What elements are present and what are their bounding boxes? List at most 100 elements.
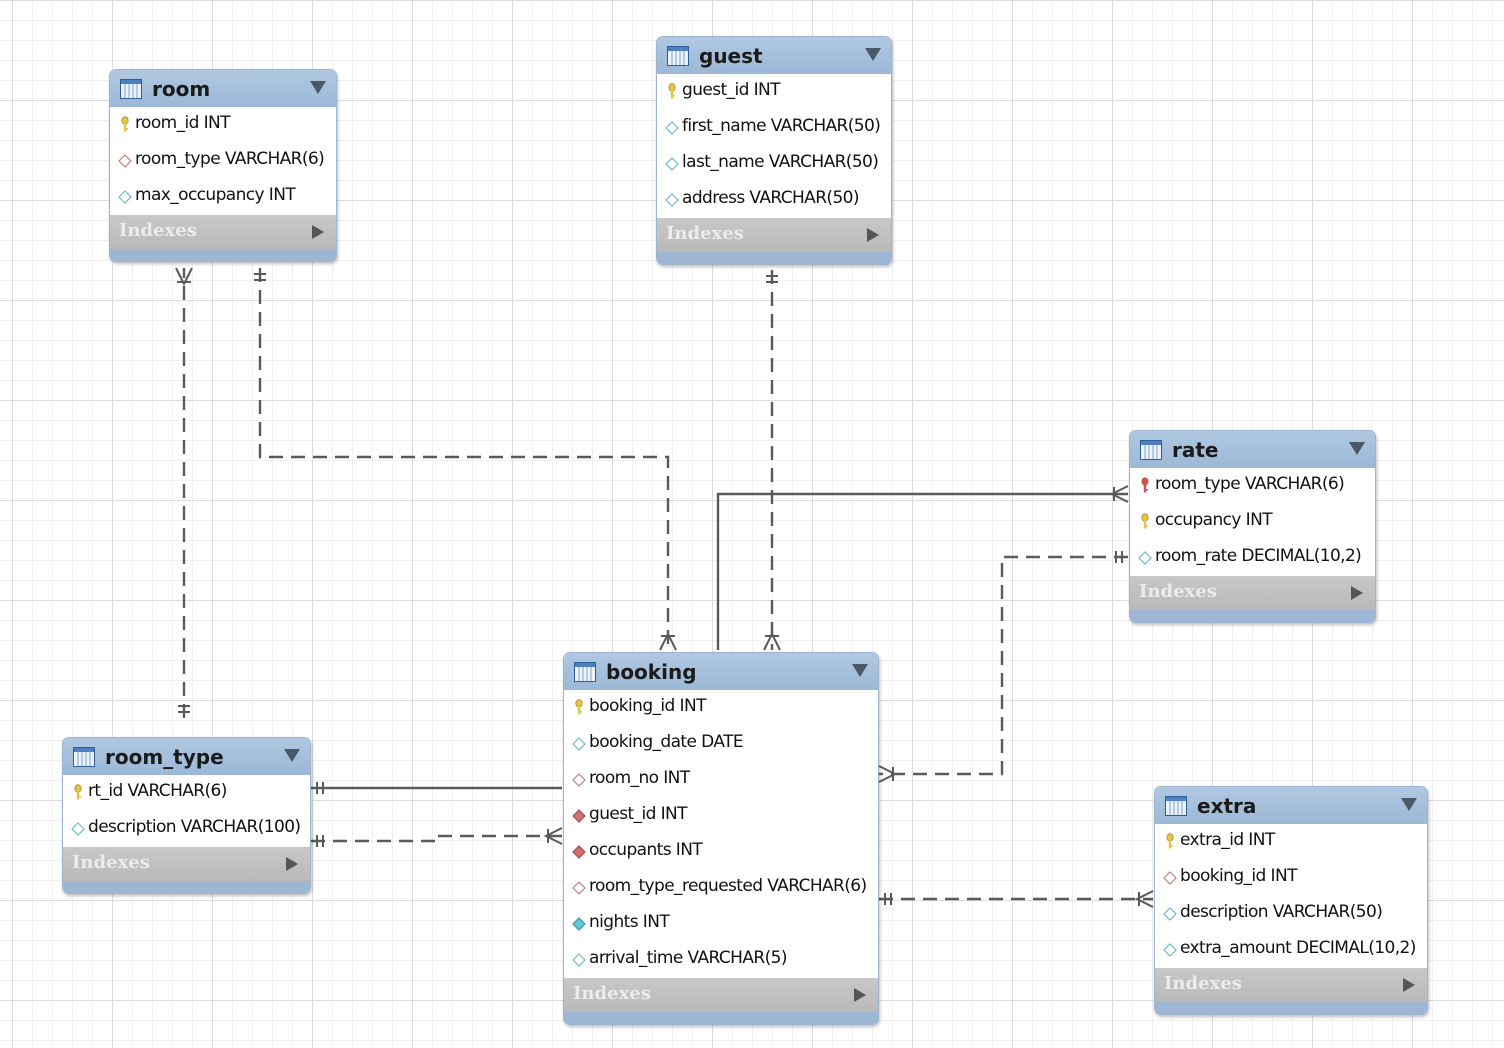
entity-room-type[interactable]: room_type rt_id VARCHAR(6) description VAR… <box>62 737 311 894</box>
relationship-room_type-room[interactable] <box>175 267 193 718</box>
column-label: rt_id VARCHAR(6) <box>88 781 227 801</box>
expand-arrow-icon[interactable] <box>286 857 298 871</box>
column-row[interactable]: booking_id INT <box>564 690 878 726</box>
relationship-line[interactable] <box>258 268 670 650</box>
expand-arrow-icon[interactable] <box>867 228 879 242</box>
column-row[interactable]: first_name VARCHAR(50) <box>657 110 891 146</box>
relationship-room_type-booking[interactable] <box>311 827 563 847</box>
column-label: room_no INT <box>589 768 690 788</box>
column-row[interactable]: nights INT <box>564 906 878 942</box>
collapse-arrow-icon[interactable] <box>284 749 300 762</box>
cardinality-many-mark <box>543 827 563 845</box>
cardinality-many-mark <box>659 631 677 651</box>
column-row[interactable]: description VARCHAR(50) <box>1155 896 1427 932</box>
relationship-rate-booking-identifying[interactable] <box>716 485 1129 650</box>
column-row[interactable]: room_rate DECIMAL(10,2) <box>1130 540 1375 576</box>
column-label: arrival_time VARCHAR(5) <box>589 948 787 968</box>
table-icon <box>73 747 95 767</box>
column-label: address VARCHAR(50) <box>682 188 860 208</box>
column-row[interactable]: room_type VARCHAR(6) <box>110 143 336 179</box>
relationship-guest-booking[interactable] <box>763 270 781 651</box>
column-label: guest_id INT <box>589 804 687 824</box>
relationship-line[interactable] <box>879 555 1128 776</box>
column-row[interactable]: room_no INT <box>564 762 878 798</box>
entity-footer <box>63 881 310 893</box>
entity-header[interactable]: room_type <box>63 738 310 775</box>
primary-foreign-key-icon <box>1141 477 1149 493</box>
column-label: booking_id INT <box>589 696 706 716</box>
table-icon <box>1140 440 1162 460</box>
indexes-section[interactable]: Indexes <box>657 218 891 252</box>
column-label: nights INT <box>589 912 670 932</box>
entity-footer <box>564 1012 878 1024</box>
column-row[interactable]: guest_id INT <box>564 798 878 834</box>
indexes-section[interactable]: Indexes <box>63 847 310 881</box>
relationship-line[interactable] <box>716 492 1128 650</box>
cardinality-many-mark <box>763 631 781 651</box>
expand-arrow-icon[interactable] <box>1351 586 1363 600</box>
relationship-room_type-booking-identifying[interactable] <box>311 782 562 794</box>
column-row[interactable]: address VARCHAR(50) <box>657 182 891 218</box>
expand-arrow-icon[interactable] <box>312 225 324 239</box>
column-row[interactable]: occupants INT <box>564 834 878 870</box>
not-null-foreign-key-icon <box>572 845 586 859</box>
collapse-arrow-icon[interactable] <box>852 664 868 677</box>
entity-extra[interactable]: extra extra_id INT booking_id INT descripti… <box>1154 786 1428 1015</box>
entity-header[interactable]: guest <box>657 37 891 74</box>
collapse-arrow-icon[interactable] <box>865 48 881 61</box>
entity-header[interactable]: booking <box>564 653 878 690</box>
column-label: room_type VARCHAR(6) <box>135 149 325 169</box>
entity-title: rate <box>1172 438 1219 462</box>
column-row[interactable]: guest_id INT <box>657 74 891 110</box>
column-row[interactable]: room_type VARCHAR(6) <box>1130 468 1375 504</box>
indexes-section[interactable]: Indexes <box>110 215 336 249</box>
collapse-arrow-icon[interactable] <box>310 81 326 94</box>
column-label: guest_id INT <box>682 80 780 100</box>
column-row[interactable]: extra_amount DECIMAL(10,2) <box>1155 932 1427 968</box>
indexes-label: Indexes <box>573 983 651 1004</box>
entity-footer <box>110 249 336 261</box>
primary-key-icon <box>121 116 129 132</box>
column-row[interactable]: booking_id INT <box>1155 860 1427 896</box>
entity-title: room <box>152 77 211 101</box>
table-icon <box>667 46 689 66</box>
relationship-line[interactable] <box>311 834 562 843</box>
entity-header[interactable]: extra <box>1155 787 1427 824</box>
relationship-booking-extra[interactable] <box>879 890 1154 908</box>
column-row[interactable]: max_occupancy INT <box>110 179 336 215</box>
entity-header[interactable]: room <box>110 70 336 107</box>
column-row[interactable]: booking_date DATE <box>564 726 878 762</box>
column-row[interactable]: arrival_time VARCHAR(5) <box>564 942 878 978</box>
column-row[interactable]: rt_id VARCHAR(6) <box>63 775 310 811</box>
column-row[interactable]: room_type_requested VARCHAR(6) <box>564 870 878 906</box>
entity-title: extra <box>1197 794 1257 818</box>
indexes-section[interactable]: Indexes <box>564 978 878 1012</box>
expand-arrow-icon[interactable] <box>1403 978 1415 992</box>
entity-booking[interactable]: booking booking_id INT booking_date DATE ro… <box>563 652 879 1025</box>
column-row[interactable]: room_id INT <box>110 107 336 143</box>
entity-guest[interactable]: guest guest_id INT first_name VARCHAR(50)l… <box>656 36 892 265</box>
collapse-arrow-icon[interactable] <box>1349 442 1365 455</box>
entity-room[interactable]: room room_id INT room_type VARCHAR(6) max_o… <box>109 69 337 262</box>
expand-arrow-icon[interactable] <box>854 988 866 1002</box>
column-label: booking_id INT <box>1180 866 1297 886</box>
collapse-arrow-icon[interactable] <box>1401 798 1417 811</box>
primary-key-icon <box>1166 833 1174 849</box>
column-label: extra_id INT <box>1180 830 1275 850</box>
indexes-section[interactable]: Indexes <box>1155 968 1427 1002</box>
nullable-column-icon <box>665 193 679 207</box>
entity-header[interactable]: rate <box>1130 431 1375 468</box>
primary-key-icon <box>668 83 676 99</box>
nullable-column-icon <box>665 157 679 171</box>
entity-footer <box>657 252 891 264</box>
column-row[interactable]: extra_id INT <box>1155 824 1427 860</box>
relationship-rate-booking[interactable] <box>878 551 1128 783</box>
column-row[interactable]: description VARCHAR(100) <box>63 811 310 847</box>
indexes-section[interactable]: Indexes <box>1130 576 1375 610</box>
column-row[interactable]: last_name VARCHAR(50) <box>657 146 891 182</box>
column-row[interactable]: occupancy INT <box>1130 504 1375 540</box>
cardinality-many-mark <box>1134 890 1154 908</box>
relationship-room-booking[interactable] <box>254 268 677 651</box>
